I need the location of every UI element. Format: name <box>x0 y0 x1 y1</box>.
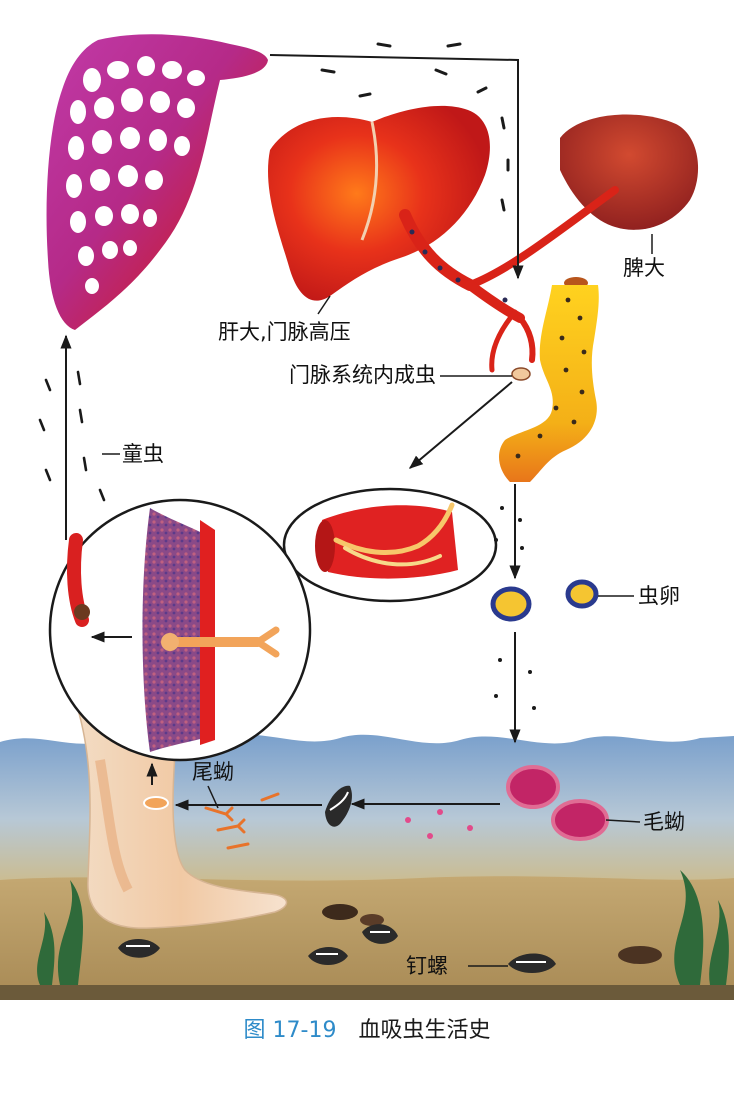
snail-swimming <box>325 785 352 827</box>
vessel-magnified-circle <box>282 487 498 603</box>
portal-vessels <box>399 186 619 373</box>
seaweed-right <box>674 870 729 985</box>
label-egg: 虫卵 <box>638 584 680 608</box>
circulating-worms <box>320 42 510 212</box>
figure-number: 图 17-19 <box>243 1018 337 1043</box>
lung-organ <box>46 34 268 331</box>
label-spleen-enlarged: 脾大 <box>623 256 665 280</box>
miracidium-1 <box>506 765 560 809</box>
liver-organ <box>268 105 490 301</box>
label-snail: 钉螺 <box>406 954 448 978</box>
label-miracidium: 毛蚴 <box>643 810 685 834</box>
snail-1 <box>118 939 160 958</box>
egg-trail <box>494 506 536 710</box>
snail-3 <box>362 924 398 944</box>
snail-4 <box>508 953 556 973</box>
miracidium-2 <box>551 799 609 841</box>
leader-lines <box>102 234 653 967</box>
seaweed-left <box>37 880 83 985</box>
schistosomula-dashes <box>38 370 106 502</box>
miracidia-small <box>405 809 473 839</box>
adult-worm-marker <box>511 367 531 381</box>
intestine <box>498 277 599 482</box>
human-leg <box>73 699 288 929</box>
vessel-eggs <box>409 229 508 303</box>
flow-arrows <box>60 54 524 811</box>
label-adult-worm: 门脉系统内成虫 <box>289 363 436 387</box>
label-schistosomulum: 童虫 <box>122 442 164 466</box>
snail-2 <box>308 947 348 965</box>
skin-magnified-circle <box>48 498 312 762</box>
label-liver-enlarged: 肝大,门脉高压 <box>218 320 351 344</box>
cercariae <box>204 792 280 850</box>
egg-right <box>565 579 599 609</box>
egg-left <box>490 586 532 622</box>
figure-title: 血吸虫生活史 <box>358 1018 491 1043</box>
figure-caption: 图 17-19 血吸虫生活史 <box>0 1020 734 1042</box>
label-cercaria: 尾蚴 <box>192 760 234 784</box>
cercaria-penetration <box>143 796 169 810</box>
